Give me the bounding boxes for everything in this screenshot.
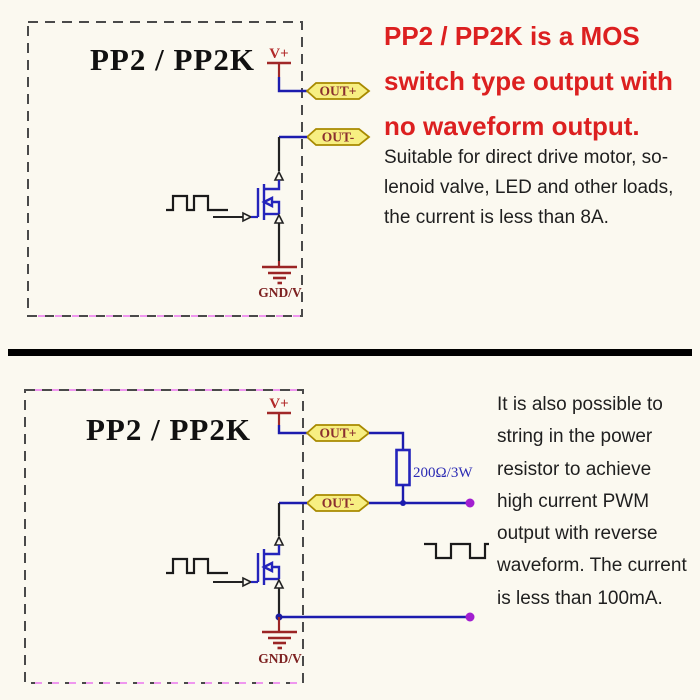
wire-outminus-to-drain [273, 501, 307, 546]
top-panel-title: PP2 / PP2K [90, 42, 255, 77]
gate-arrow-icon [242, 576, 253, 588]
resistor-branch: 200Ω/3W [369, 431, 473, 503]
wire-vplus-to-outplus [277, 425, 307, 435]
wire-vplus-to-outplus [277, 77, 307, 93]
gate-arrow-icon [242, 211, 253, 223]
junction-dot [400, 500, 406, 506]
text-line: no waveform output. [384, 111, 640, 141]
top-circuit-diagram: V+ OUT+ OUT- [27, 21, 371, 317]
text-line: output with reverse [497, 523, 658, 545]
resistor-symbol [395, 448, 411, 487]
gate-lead-arrow [213, 211, 258, 223]
text-line: resistor to achieve [497, 458, 652, 480]
text-line: switch type output with [384, 66, 673, 96]
text-line: the current is less than 8A. [384, 207, 609, 228]
bottom-panel-dashed-border [24, 389, 304, 684]
top-description: Suitable for direct drive motor, so- len… [384, 143, 673, 233]
vplus-symbol: V+ [267, 46, 291, 77]
out-plus-tag: OUT+ [305, 424, 371, 442]
text-line: Suitable for direct drive motor, so- [384, 147, 669, 168]
square-wave-icon [166, 557, 228, 575]
text-line: is less than 100mA. [497, 587, 663, 609]
text-line: PP2 / PP2K is a MOS [384, 21, 640, 51]
text-line: high current PWM [497, 490, 650, 512]
vplus-label: V+ [269, 46, 288, 62]
vplus-symbol: V+ [267, 396, 291, 425]
section-divider [8, 349, 692, 356]
mosfet-symbol [256, 180, 281, 220]
mosfet-symbol [256, 545, 281, 585]
text-line: string in the power [497, 426, 653, 448]
gnd-label: GND/V [258, 651, 302, 666]
ground-symbol [262, 630, 297, 650]
text-line: It is also possible to [497, 394, 663, 415]
drain-arrow-icon [273, 535, 285, 546]
out-plus-tag: OUT+ [305, 82, 371, 100]
drain-arrow-icon [273, 170, 285, 181]
out-minus-tag: OUT- [305, 494, 371, 512]
bottom-panel-title: PP2 / PP2K [86, 412, 251, 447]
source-arrow-icon [273, 578, 285, 589]
terminal-dot [465, 612, 475, 622]
source-arrow-icon [273, 213, 285, 224]
bottom-circuit-diagram: V+ OUT+ 200Ω/3W OUT- [24, 389, 489, 684]
top-heading: PP2 / PP2K is a MOS switch type output w… [384, 14, 673, 149]
ground-symbol [262, 265, 297, 285]
terminal-dot [465, 498, 475, 508]
vplus-label: V+ [269, 396, 288, 412]
reverse-square-wave-icon [424, 542, 489, 560]
resistor-label: 200Ω/3W [413, 465, 473, 481]
out-minus-label: OUT- [322, 130, 355, 145]
square-wave-icon [166, 194, 228, 212]
out-plus-label: OUT+ [320, 84, 357, 99]
wire-source-to-ground [273, 213, 285, 267]
gate-lead-arrow [213, 576, 258, 588]
out-plus-label: OUT+ [320, 426, 357, 441]
text-line: lenoid valve, LED and other loads, [384, 177, 674, 198]
out-minus-tag: OUT- [305, 128, 371, 146]
gnd-label: GND/V [258, 285, 302, 300]
out-minus-label: OUT- [322, 496, 355, 511]
top-panel-dashed-border [27, 21, 303, 317]
bottom-description: It is also possible to string in the pow… [497, 389, 687, 615]
text-line: waveform. The current [497, 555, 687, 577]
outminus-output-wire [369, 498, 475, 508]
wire-source-to-ground [273, 578, 475, 632]
